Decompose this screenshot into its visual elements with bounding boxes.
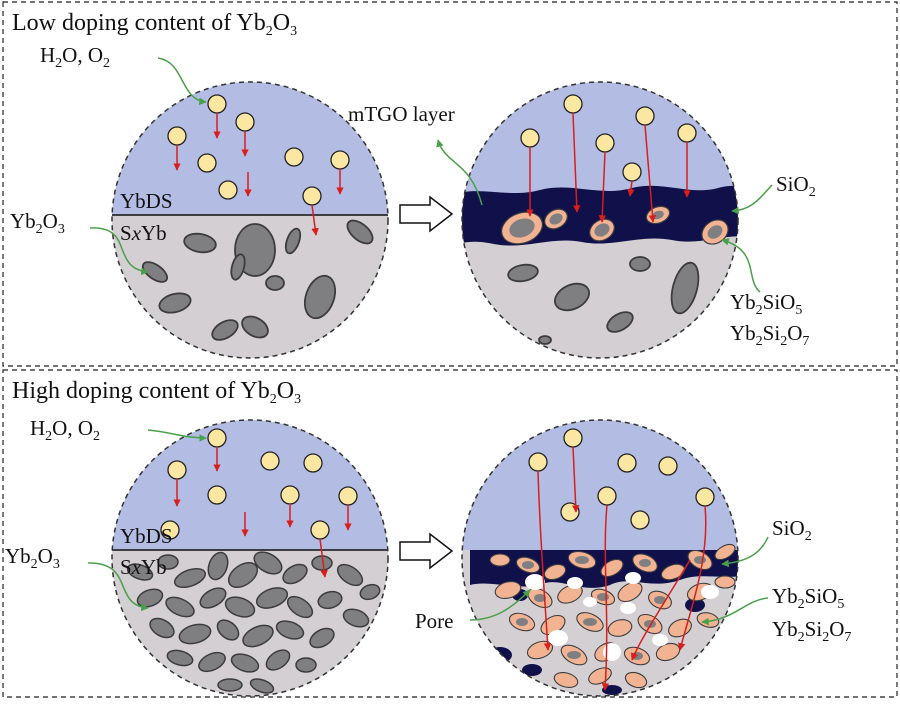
diffusion-arrows [526,112,691,223]
mtgo-label: mTGO layer [348,102,455,126]
panel-bottom-frame [2,369,898,698]
sxyb-label-top: SxYb [120,221,167,245]
leader-pore [469,589,531,621]
panel-top-frame [2,1,898,367]
yb2o3-label-bottom: Yb2O3 [5,544,60,572]
leader-yb2o3-bottom [87,562,149,612]
diffusion-arrows [173,447,352,578]
circle-high-oxidized [462,420,738,696]
sxyb-label-bottom: SxYb [120,555,167,579]
penetration-arrows [537,446,707,691]
circle-outline [111,419,389,697]
oxidants-label-bottom: H2O, O2 [30,416,100,444]
circle-outline [461,81,739,359]
leader-yb2o3-top [89,227,149,276]
oxidants-label-top: H2O, O2 [40,43,110,71]
leader-mtgo [436,139,483,206]
yb2o3-particles-sparse [141,219,374,341]
circle-low-oxidized [462,82,738,358]
ybds-label-top: YbDS [120,189,173,213]
oxidant-molecules [520,94,697,182]
circle-outline [461,419,739,697]
leader-silicates-top [721,238,761,293]
transition-arrow-bottom [399,532,454,570]
leader-oxidants-bottom [147,429,207,442]
pores [525,572,719,661]
yb2o3-particles-dense [126,551,381,694]
ybds-label-bottom: YbDS [120,524,173,548]
circle-outline [111,81,389,359]
sio2-label-bottom: SiO2 [772,516,812,544]
yb2si2o7-label-bottom: Yb2Si2O7 [772,617,851,645]
leader-sio2-bottom [721,536,769,568]
sio2-label-top: SiO2 [776,172,816,200]
panel-bottom-title: High doping content of Yb2O3 [12,378,301,407]
panel-top-title: Low doping content of Yb2O3 [12,10,297,39]
pore-label: Pore [415,609,454,633]
yb2o3-particles-sparse [507,256,700,345]
oxidant-molecules [160,428,358,540]
diffusion-arrows [173,113,344,236]
yb2sio5-label-bottom: Yb2SiO5 [772,584,844,612]
yb2o3-particle-cores [509,210,723,239]
leader-silicates-bottom [701,597,769,626]
yb2si2o7-label-top: Yb2Si2O7 [730,321,809,349]
yb2sio5-label-top: Yb2SiO5 [730,290,802,318]
leader-sio2-top [731,184,773,215]
yb2o3-label-top: Yb2O3 [10,209,65,237]
oxidant-molecules [528,428,715,530]
transition-arrow-top [399,195,454,233]
leader-oxidants-top [157,57,207,106]
